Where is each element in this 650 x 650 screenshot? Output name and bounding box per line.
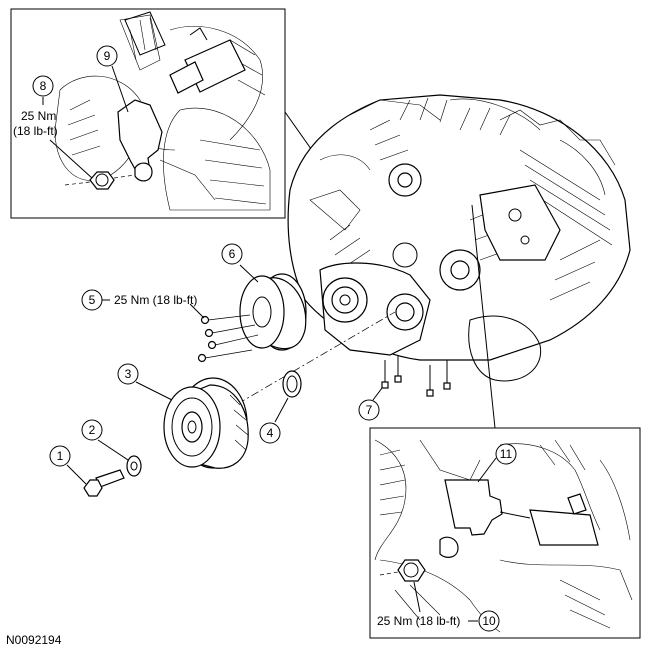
sensor-nut-icon-bottom	[397, 559, 426, 582]
callout-8: 8	[40, 79, 47, 93]
sensor-nut-icon	[89, 171, 115, 190]
callout-4: 4	[267, 426, 274, 440]
engine-block-illustration	[287, 94, 631, 382]
cmp-sensor-connector-bottom	[499, 493, 599, 546]
inset-sensor-detail-bottom: 11 25 Nm (18 lb-ft) 10	[369, 427, 641, 639]
callout-7-circle	[358, 399, 380, 421]
crankshaft-bolt-item-1	[83, 469, 125, 497]
front-cover-bolts	[381, 355, 451, 397]
torque-8-lbft: (18 lb-ft)	[13, 124, 58, 138]
figure-id: N0092194	[6, 633, 62, 647]
cmp-sensor-outline-bottom	[444, 479, 503, 536]
callout-6-circle	[221, 243, 243, 265]
callout-4-circle	[259, 422, 281, 444]
seal-item-4	[282, 370, 302, 398]
callout-7: 7	[366, 403, 373, 417]
cmp-sensor-outline	[117, 99, 163, 179]
callout-1: 1	[57, 449, 64, 463]
callout-5: 5	[89, 293, 96, 307]
callout-6: 6	[229, 247, 236, 261]
callout-2-circle	[81, 419, 103, 441]
callout-9-circle	[96, 45, 118, 67]
callout-9: 9	[104, 49, 111, 63]
callout-1-circle	[49, 445, 71, 467]
torque-5: 25 Nm (18 lb-ft)	[114, 293, 197, 307]
callout-3: 3	[125, 367, 132, 381]
inset-sensor-detail-top: 8 25 Nm (18 lb-ft) 9	[10, 8, 286, 219]
callout-8-circle	[32, 75, 54, 97]
callout-11-circle	[495, 443, 517, 465]
callout-2: 2	[89, 423, 96, 437]
torque-10: 25 Nm (18 lb-ft)	[377, 614, 460, 628]
cmp-sensor-connector	[169, 27, 246, 94]
callout-10: 10	[482, 614, 496, 628]
crankshaft-damper-item-3	[163, 377, 249, 469]
pulley-bolts	[197, 314, 259, 363]
callout-11: 11	[500, 447, 513, 461]
callout-10-circle	[478, 610, 500, 632]
callout-3-circle	[117, 363, 139, 385]
pulley-item-6	[239, 273, 307, 351]
washer-item-2	[126, 455, 142, 477]
torque-8-nm: 25 Nm	[21, 109, 56, 123]
